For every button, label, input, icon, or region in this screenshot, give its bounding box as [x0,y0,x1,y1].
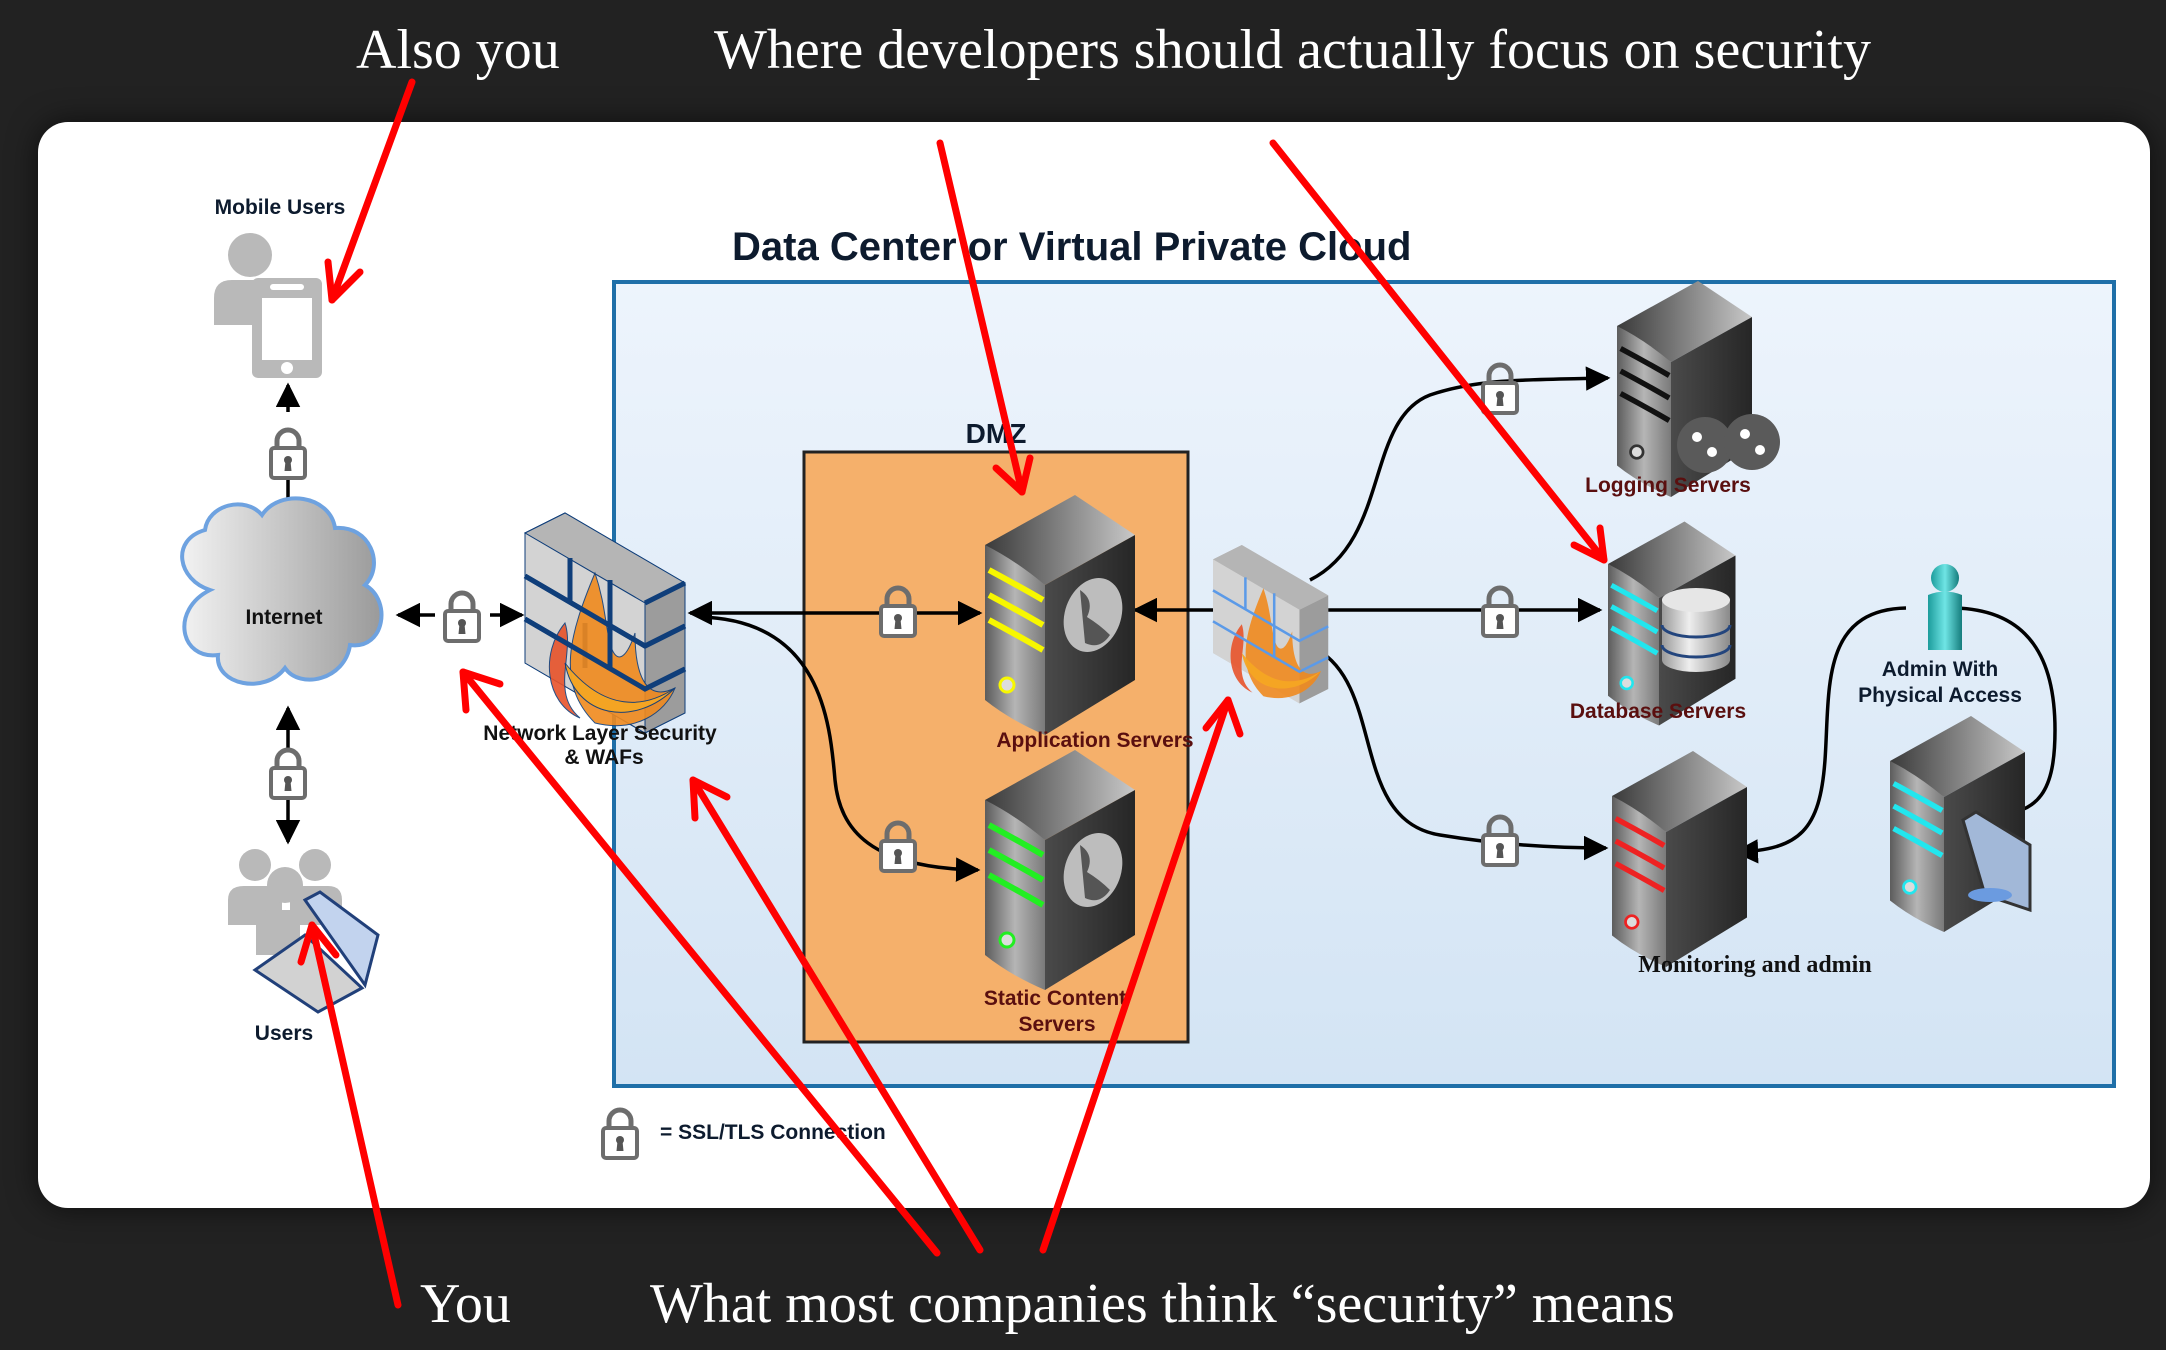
power-led [998,931,1016,949]
dmz-label: DMZ [966,418,1027,449]
caption-also-you: Also you [356,19,560,81]
caption-companies-think: What most companies think “security” mea… [650,1273,1675,1335]
network-security-label-line1: Network Layer Security [483,722,717,745]
monitoring-server-icon [1612,751,1747,967]
server-stripe [1619,368,1671,401]
arrow-you [297,921,402,1309]
conn-logging [1309,366,1611,582]
conn-monitoring [1317,648,1609,861]
internet-label: Internet [245,606,322,629]
lock-icon [603,1110,637,1158]
server-stripe [1892,781,1944,813]
server-stripe [1610,625,1659,656]
arrow-also-you [324,78,416,304]
monitoring-admin-label: Monitoring and admin [1638,952,1871,978]
power-led [1629,444,1645,460]
server-stripe [1610,583,1659,613]
server-stripe [987,822,1045,858]
lock-icon [445,593,479,641]
vpc-title: Data Center or Virtual Private Cloud [732,225,1411,269]
server-stripe [1610,604,1659,635]
lock-icon [271,430,305,478]
mobile-users-node: Mobile Users [214,196,345,378]
admin-label-line2: Physical Access [1858,684,2022,707]
firewall-bricks [523,558,687,692]
legend: = SSL/TLS Connection [603,1110,886,1158]
logging-servers-label: Logging Servers [1585,474,1751,497]
application-server-icon [985,495,1135,735]
cloud-icon [180,496,384,686]
server-stripe [1619,391,1671,423]
arrow-database-servers [1269,139,1608,564]
server-stripe [987,592,1045,628]
users-node: Users [228,849,380,1045]
power-led [1619,675,1634,691]
laptop-icon [252,890,380,1014]
server-stripe [987,567,1045,603]
tape-reels-icon [1677,414,1780,473]
static-content-label-line1: Static Content [984,987,1126,1010]
database-cylinder-icon [1660,588,1732,672]
arrow-inner-firewall [1039,696,1244,1254]
arrow-app-servers [936,139,1034,496]
console-screen-icon [1961,810,2032,913]
admin-label-line1: Admin With [1882,658,1998,681]
server-stripe [987,617,1045,653]
arrow-outer-firewall [689,776,984,1254]
conn-admin-monitoring [1733,606,1907,864]
server-stripe [1892,826,1944,858]
server-stripe [987,872,1045,908]
power-led [1624,914,1640,930]
server-stripe [1892,803,1944,836]
application-servers-label: Application Servers [996,729,1193,752]
internet-node: Internet [180,496,384,686]
static-content-label-line2: Servers [1018,1013,1095,1036]
annotation-arrows [297,78,1608,1309]
mobile-user-icon [214,233,322,378]
admin-person-icon [1928,564,1962,650]
arrow-outer-lock [459,668,941,1257]
caption-developers-focus: Where developers should actually focus o… [714,19,1871,81]
conn-admin-console [1954,606,2057,828]
legend-label: = SSL/TLS Connection [660,1121,886,1144]
inner-firewall-bricks [1212,577,1329,674]
database-servers-label: Database Servers [1570,700,1746,723]
static-content-server-icon [985,750,1135,990]
server-stripe [1614,838,1666,871]
server-stripe [1619,346,1671,378]
users-label: Users [255,1022,313,1045]
power-led [1902,879,1918,895]
server-stripe [1614,861,1666,893]
lock-icon [271,750,305,798]
server-stripe [987,847,1045,883]
power-led [998,676,1016,694]
server-stripe [1614,816,1666,848]
network-security-label-line2: & WAFs [564,746,643,769]
mobile-users-label: Mobile Users [215,196,346,219]
caption-you: You [420,1273,511,1335]
